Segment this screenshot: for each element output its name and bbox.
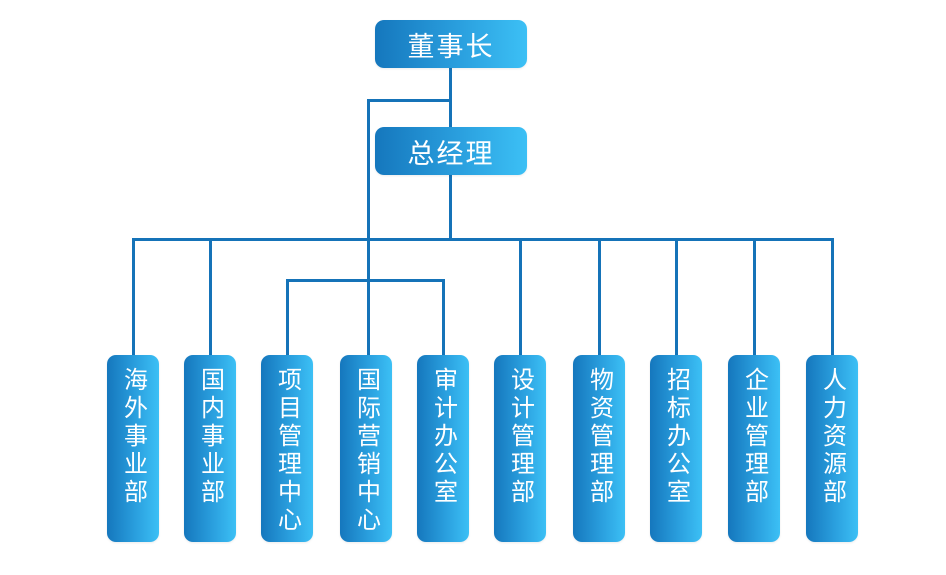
dept-node-materials-management: 物资管理部	[573, 355, 625, 542]
general-manager-node: 总经理	[375, 127, 527, 175]
dept-node-international-marketing: 国际营销中心	[340, 355, 392, 542]
chairman-label: 董事长	[407, 31, 495, 63]
dept-label: 项目管理中心	[273, 367, 302, 535]
dept-label: 设计管理部	[506, 367, 535, 507]
connector-dept-7	[598, 238, 601, 355]
dept-label: 人力资源部	[818, 367, 847, 507]
dept-node-overseas-business: 海外事业部	[107, 355, 159, 542]
connector-dept-3	[286, 279, 289, 355]
general-manager-label: 总经理	[407, 138, 495, 170]
connector-dept-10	[831, 238, 834, 355]
dept-node-enterprise-management: 企业管理部	[728, 355, 780, 542]
dept-label: 企业管理部	[740, 367, 769, 507]
dept-label: 国内事业部	[196, 367, 225, 507]
connector-chairman-branch-horizontal	[367, 99, 452, 102]
dept-node-bidding-office: 招标办公室	[650, 355, 702, 542]
dept-node-domestic-business: 国内事业部	[184, 355, 236, 542]
connector-main-bus	[132, 238, 834, 241]
dept-node-project-management: 项目管理中心	[261, 355, 313, 542]
chairman-node: 董事长	[375, 20, 527, 68]
dept-node-human-resources: 人力资源部	[806, 355, 858, 542]
connector-gm-to-bus	[449, 175, 452, 240]
dept-label: 审计办公室	[429, 367, 458, 507]
connector-dept-2	[209, 238, 212, 355]
dept-label: 物资管理部	[585, 367, 614, 507]
connector-dept-9	[753, 238, 756, 355]
dept-label: 招标办公室	[662, 367, 691, 507]
connector-chairman-branch-vertical	[367, 99, 370, 355]
connector-dept-5	[442, 279, 445, 355]
dept-node-design-management: 设计管理部	[494, 355, 546, 542]
dept-node-audit-office: 审计办公室	[417, 355, 469, 542]
dept-label: 国际营销中心	[352, 367, 381, 535]
connector-dept-8	[675, 238, 678, 355]
connector-sub-bracket	[286, 279, 445, 282]
dept-label: 海外事业部	[119, 367, 148, 507]
connector-chairman-to-gm	[449, 68, 452, 127]
connector-dept-1	[132, 238, 135, 355]
connector-dept-6	[519, 238, 522, 355]
